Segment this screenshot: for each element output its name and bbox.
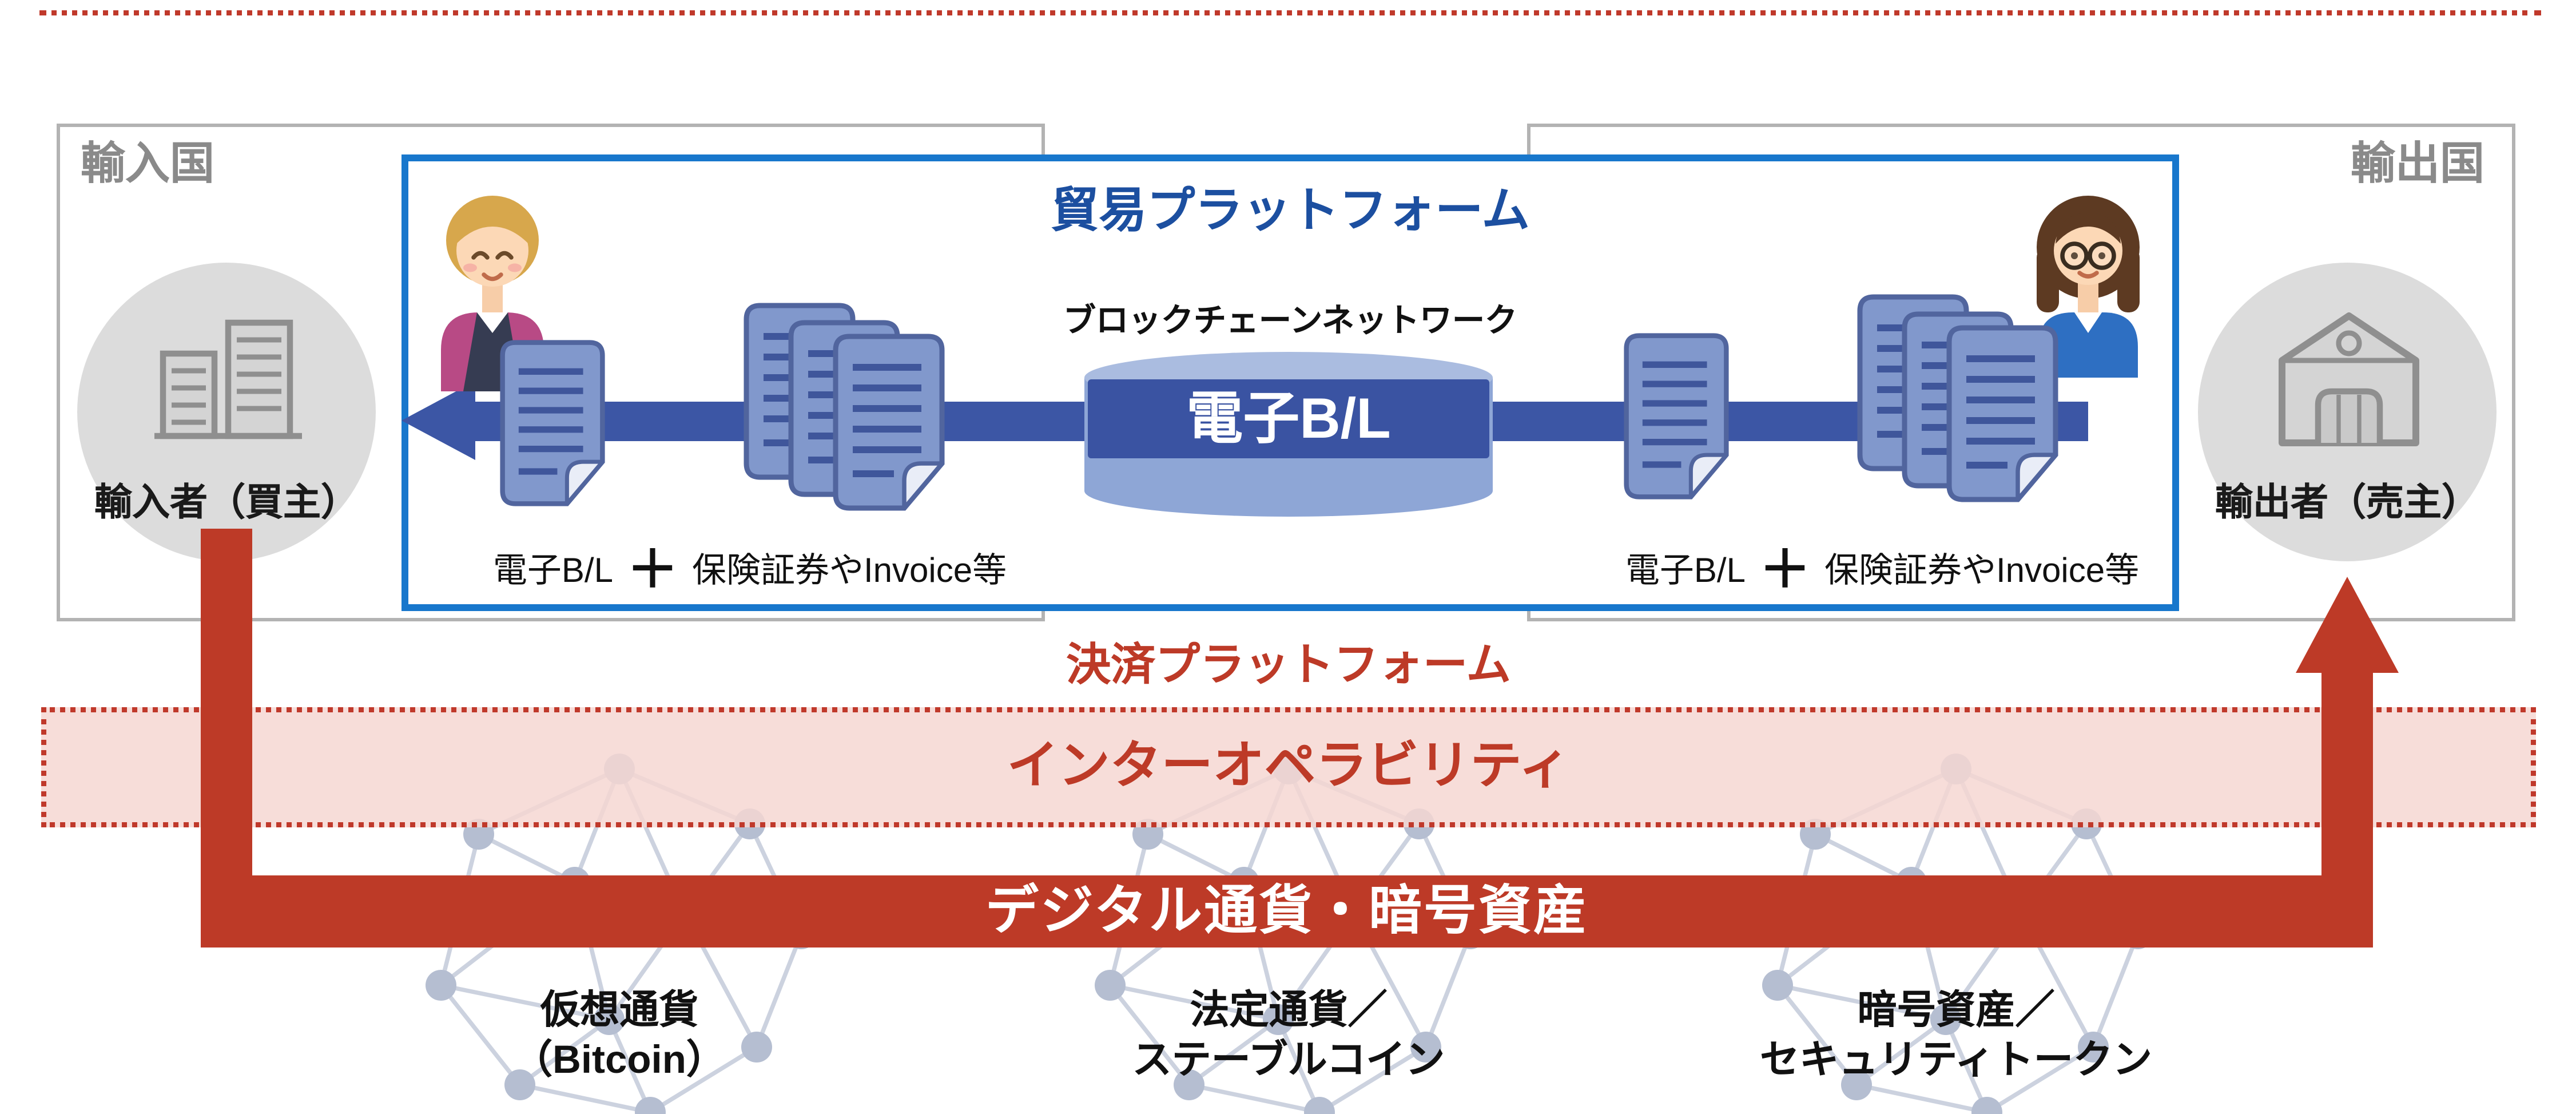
digital-currency-label: デジタル通貨・暗号資産 — [985, 881, 1589, 941]
network-label-line1: 暗号資産／ — [1857, 987, 2055, 1032]
network-label-line1: 法定通貨／ — [1190, 987, 1388, 1032]
blockchain-network-label: ブロックチェーンネットワーク — [1063, 304, 1517, 340]
importer-party-label: 輸入者（買主） — [94, 481, 359, 524]
network-label-line1: 仮想通貨 — [540, 987, 698, 1032]
payment-path-left — [201, 529, 252, 944]
caption-ebl-label: 電子B/L — [1625, 553, 1746, 590]
top-dotted-divider — [39, 10, 2541, 15]
document-icon — [499, 338, 606, 508]
plus-icon: ＋ — [1759, 542, 1811, 599]
interoperability-band: インターオペラビリティ — [41, 707, 2536, 827]
document-icon — [1623, 331, 1730, 501]
network-label-line2: （Bitcoin） — [513, 1037, 726, 1081]
caption-extra-label: 保険証券やInvoice等 — [1824, 553, 2140, 590]
network-label-line2: ステーブルコイン — [1132, 1037, 1445, 1081]
importer-buildings-icon — [154, 319, 302, 439]
network-label-bitcoin: 仮想通貨 （Bitcoin） — [328, 985, 911, 1085]
trade-platform-title: 貿易プラットフォーム — [1051, 184, 1530, 237]
document-stack-front-icon — [1946, 324, 2059, 503]
import-country-label: 輸入国 — [81, 137, 215, 189]
docs-caption-left: 電子B/L ＋ 保険証券やInvoice等 — [424, 545, 1076, 598]
caption-ebl-label: 電子B/L — [492, 553, 613, 590]
network-label-security-token: 暗号資産／ セキュリティトークン — [1664, 985, 2248, 1085]
export-country-label: 輸出国 — [2350, 137, 2484, 189]
exporter-avatar — [2037, 196, 2140, 378]
exporter-warehouse-icon — [2279, 312, 2419, 446]
interoperability-label: インターオペラビリティ — [1007, 738, 1571, 795]
settlement-platform-title: 決済プラットフォーム — [1066, 639, 1511, 690]
caption-extra-label: 保険証券やInvoice等 — [691, 553, 1007, 590]
network-label-stablecoin: 法定通貨／ ステーブルコイン — [997, 985, 1580, 1085]
digital-currency-ribbon: デジタル通貨・暗号資産 — [201, 875, 2373, 948]
plus-icon: ＋ — [626, 542, 678, 599]
exporter-party-label: 輸出者（売主） — [2215, 481, 2479, 524]
ebl-badge: 電子B/L — [1088, 379, 1489, 458]
payment-arrow-up-icon — [2296, 577, 2399, 673]
network-label-line2: セキュリティトークン — [1760, 1037, 2152, 1081]
document-flow-arrow-icon — [401, 381, 475, 460]
document-stack-front-icon — [832, 333, 945, 512]
docs-caption-right: 電子B/L ＋ 保険証券やInvoice等 — [1556, 545, 2208, 598]
